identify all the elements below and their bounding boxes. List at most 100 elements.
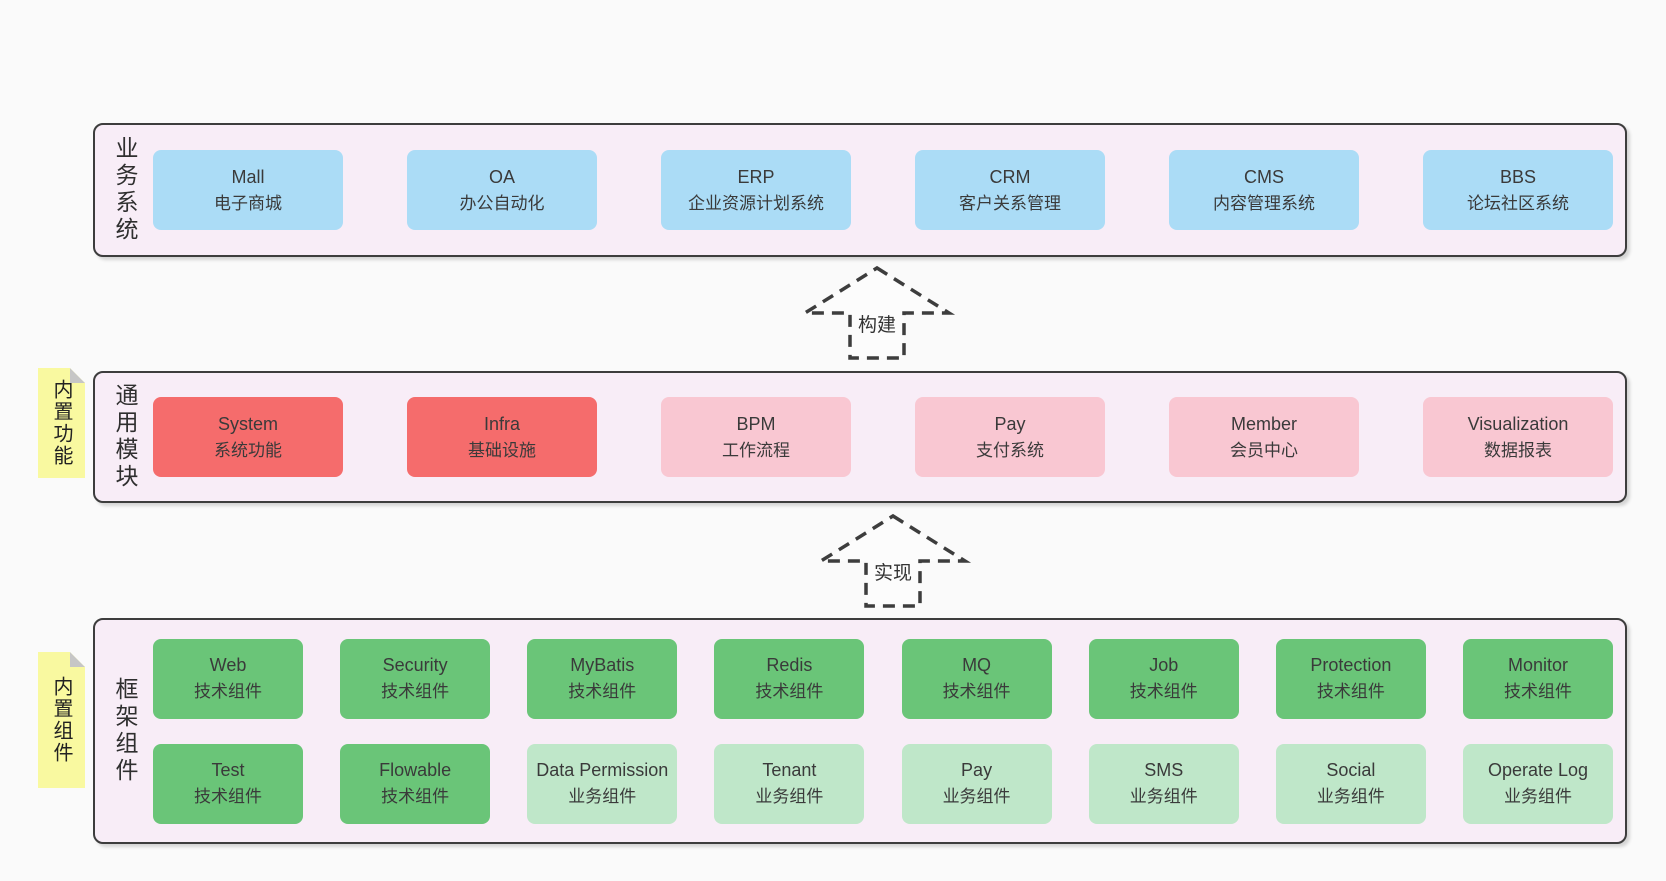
box-security: Security 技术组件 xyxy=(340,638,491,719)
box-subtitle: 客户关系管理 xyxy=(959,193,1061,213)
box-subtitle: 技术组件 xyxy=(1503,682,1572,702)
box-subtitle: 基础设施 xyxy=(468,440,536,460)
box-subtitle: 技术组件 xyxy=(381,787,450,807)
box-subtitle: 技术组件 xyxy=(194,682,262,702)
box-test: Test 技术组件 xyxy=(153,743,303,824)
box-subtitle: 技术组件 xyxy=(755,682,824,702)
box-web: Web 技术组件 xyxy=(153,638,303,719)
box-title: SMS xyxy=(1144,760,1184,781)
business-row: Mall 电子商城 OA 办公自动化 ERP 企业资源计划系统 CRM 客户关系… xyxy=(153,150,1613,230)
box-title: Web xyxy=(209,655,247,676)
box-title: Pay xyxy=(994,413,1026,434)
sticky-note-built-in-features: 内置功能 xyxy=(38,368,85,478)
box-title: Member xyxy=(1230,413,1297,434)
layer-framework-components: 框架组件 Web 技术组件 Security 技术组件 MyBatis 技术组件… xyxy=(93,618,1627,844)
box-title: Protection xyxy=(1310,655,1392,676)
box-title: OA xyxy=(488,166,515,187)
box-title: Redis xyxy=(766,655,813,676)
components-row-2: Test 技术组件 Flowable 技术组件 Data Permission … xyxy=(153,743,1613,824)
box-subtitle: 系统功能 xyxy=(214,440,282,460)
box-member: Member 会员中心 xyxy=(1169,397,1359,477)
box-title: CMS xyxy=(1244,166,1284,187)
sticky-fold-icon xyxy=(70,652,85,667)
box-title: ERP xyxy=(737,166,775,187)
arrow-label-implement: 实现 xyxy=(870,557,916,586)
components-row-1: Web 技术组件 Security 技术组件 MyBatis 技术组件 Redi… xyxy=(153,638,1613,719)
box-mq: MQ 技术组件 xyxy=(901,638,1052,719)
box-social: Social 业务组件 xyxy=(1275,743,1426,824)
box-title: Operate Log xyxy=(1487,760,1589,781)
box-title: System xyxy=(217,413,278,434)
box-title: Data Permission xyxy=(536,760,669,781)
box-subtitle: 数据报表 xyxy=(1484,440,1552,460)
box-subtitle: 业务组件 xyxy=(1503,787,1572,807)
layer-components-rows: Web 技术组件 Security 技术组件 MyBatis 技术组件 Redi… xyxy=(153,620,1613,842)
box-subtitle: 会员中心 xyxy=(1230,440,1298,460)
layer-modules-rows: System 系统功能 Infra 基础设施 BPM 工作流程 Pay 支付系统… xyxy=(153,373,1613,501)
box-bbs: BBS 论坛社区系统 xyxy=(1423,150,1613,230)
box-subtitle: 业务组件 xyxy=(1129,787,1198,807)
box-subtitle: 内容管理系统 xyxy=(1213,193,1315,213)
box-operate-log: Operate Log 业务组件 xyxy=(1462,743,1613,824)
box-subtitle: 业务组件 xyxy=(1316,787,1385,807)
box-title: Pay xyxy=(961,760,993,781)
box-monitor: Monitor 技术组件 xyxy=(1462,638,1613,719)
box-title: Tenant xyxy=(762,760,817,781)
box-bpm: BPM 工作流程 xyxy=(661,397,851,477)
box-cms: CMS 内容管理系统 xyxy=(1169,150,1359,230)
box-title: Mall xyxy=(231,166,265,187)
box-subtitle: 业务组件 xyxy=(755,787,824,807)
layer-label-common-modules: 通用模块 xyxy=(112,383,138,491)
box-title: BBS xyxy=(1499,166,1537,187)
box-title: Security xyxy=(382,655,448,676)
sticky-note-text: 内置功能 xyxy=(50,379,72,467)
arrow-label-build: 构建 xyxy=(854,309,900,338)
box-mall: Mall 电子商城 xyxy=(153,150,343,230)
box-subtitle: 论坛社区系统 xyxy=(1467,193,1569,213)
box-subtitle: 电子商城 xyxy=(214,193,282,213)
box-protection: Protection 技术组件 xyxy=(1275,638,1426,719)
sticky-note-text: 内置组件 xyxy=(50,676,72,764)
box-subtitle: 企业资源计划系统 xyxy=(688,193,824,213)
box-subtitle: 技术组件 xyxy=(194,787,262,807)
layer-label-framework-components: 框架组件 xyxy=(112,677,138,785)
box-title: MyBatis xyxy=(570,655,635,676)
box-redis: Redis 技术组件 xyxy=(714,638,865,719)
box-title: Infra xyxy=(483,413,521,434)
box-subtitle: 工作流程 xyxy=(722,440,790,460)
box-title: Flowable xyxy=(379,760,452,781)
layer-business-systems: 业务系统 Mall 电子商城 OA 办公自动化 ERP 企业资源计划系统 CRM… xyxy=(93,123,1627,257)
box-subtitle: 技术组件 xyxy=(381,682,450,702)
box-job: Job 技术组件 xyxy=(1088,638,1239,719)
box-erp: ERP 企业资源计划系统 xyxy=(661,150,851,230)
box-crm: CRM 客户关系管理 xyxy=(915,150,1105,230)
box-system: System 系统功能 xyxy=(153,397,343,477)
box-title: Test xyxy=(211,760,245,781)
box-subtitle: 技术组件 xyxy=(1129,682,1198,702)
sticky-note-built-in-components: 内置组件 xyxy=(38,652,85,788)
box-pay-system: Pay 支付系统 xyxy=(915,397,1105,477)
box-sms: SMS 业务组件 xyxy=(1088,743,1239,824)
box-title: Visualization xyxy=(1467,413,1569,434)
box-title: CRM xyxy=(989,166,1031,187)
box-subtitle: 技术组件 xyxy=(942,682,1011,702)
layer-label-business-systems: 业务系统 xyxy=(112,136,138,244)
sticky-fold-icon xyxy=(70,368,85,383)
box-infra: Infra 基础设施 xyxy=(407,397,597,477)
box-flowable: Flowable 技术组件 xyxy=(340,743,491,824)
box-tenant: Tenant 业务组件 xyxy=(714,743,865,824)
box-oa: OA 办公自动化 xyxy=(407,150,597,230)
box-subtitle: 技术组件 xyxy=(1316,682,1385,702)
layer-business-rows: Mall 电子商城 OA 办公自动化 ERP 企业资源计划系统 CRM 客户关系… xyxy=(153,125,1613,255)
layer-common-modules: 通用模块 System 系统功能 Infra 基础设施 BPM 工作流程 Pay… xyxy=(93,371,1627,503)
box-subtitle: 技术组件 xyxy=(568,682,637,702)
box-visualization: Visualization 数据报表 xyxy=(1423,397,1613,477)
box-title: Monitor xyxy=(1507,655,1568,676)
box-subtitle: 业务组件 xyxy=(568,787,637,807)
box-title: MQ xyxy=(962,655,992,676)
box-subtitle: 业务组件 xyxy=(942,787,1011,807)
box-subtitle: 办公自动化 xyxy=(459,193,545,213)
box-mybatis: MyBatis 技术组件 xyxy=(527,638,678,719)
box-title: BPM xyxy=(736,413,776,434)
